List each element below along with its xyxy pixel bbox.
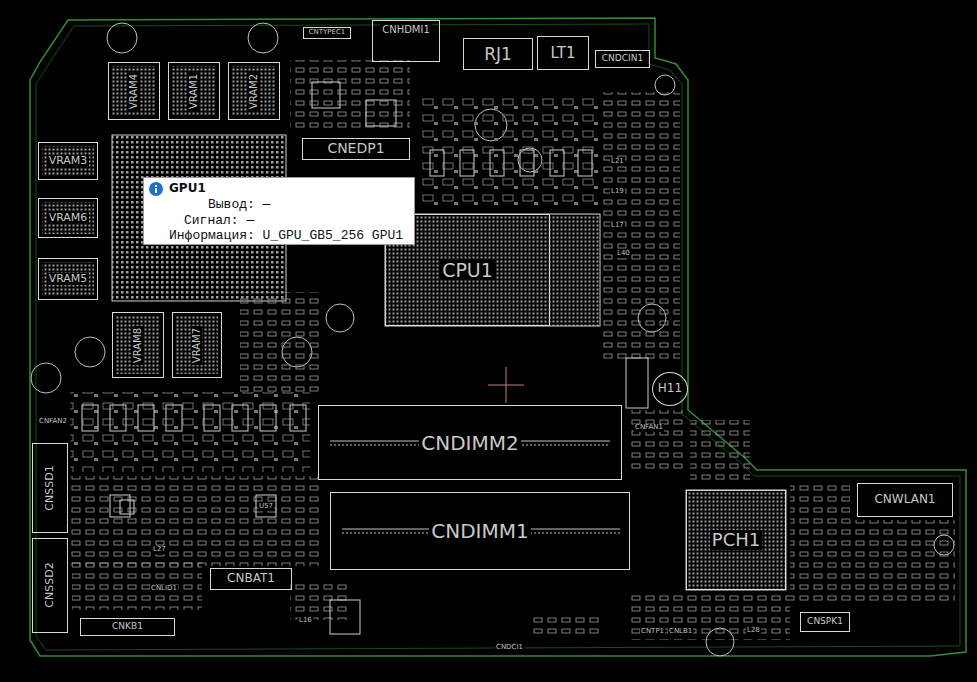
component-label: CPU1 (440, 260, 495, 281)
part-label: L19 (610, 188, 625, 196)
component-outline: CNHDMI1 (372, 20, 440, 62)
component-outline: VRAM2 (228, 62, 280, 120)
part-label: CNLB1 (668, 628, 693, 636)
tooltip-text: GPU1 (169, 182, 206, 195)
component-outline: CNDIMM2 (318, 405, 622, 480)
component-outline: CNSPK1 (800, 612, 850, 632)
part-label: CNFAN2 (38, 418, 68, 426)
part-label: CNTP1 (640, 628, 665, 636)
component-outline: CNDIMM1 (330, 492, 630, 570)
component-label: VRAM5 (47, 273, 90, 285)
component-outline: H11 (652, 372, 688, 406)
smd-components (70, 60, 955, 640)
component-label: CNEDP1 (325, 141, 386, 156)
part-label: L21 (610, 158, 625, 166)
component-label: LT1 (549, 45, 578, 62)
board-inner-outline (36, 24, 960, 650)
component-label: VRAM3 (47, 155, 90, 167)
component-outline: VRAM3 (38, 142, 98, 180)
part-label: L28 (746, 627, 761, 635)
component-label: VRAM4 (129, 71, 140, 110)
component-outline: VRAM1 (168, 62, 220, 120)
component-label: CNHDMI1 (380, 24, 432, 35)
board-outline (30, 18, 966, 656)
component-outline: CNDCIN1 (595, 50, 650, 68)
component-label: CNWLAN1 (872, 493, 937, 506)
component-outline: CNBAT1 (210, 568, 292, 590)
component-label: CNDIMM2 (419, 432, 520, 454)
component-label: RJ1 (482, 45, 514, 64)
component-outline: PCH1 (686, 490, 786, 590)
component-outline: VRAM4 (108, 62, 160, 120)
origin-cross (488, 367, 524, 403)
info-tooltip: GPU1Вывод: — Сигнал: —Информация: U_GPU_G… (143, 177, 415, 245)
component-outline: CNEDP1 (302, 138, 410, 160)
component-label: VRAM7 (192, 325, 203, 364)
component-outline: RJ1 (463, 38, 533, 70)
mounting-holes (31, 23, 954, 656)
component-label: VRAM2 (249, 71, 260, 110)
component-label: CNDCIN1 (600, 54, 645, 64)
component-outline: VRAM8 (112, 312, 164, 378)
component-outline: VRAM5 (38, 258, 98, 300)
component-label: CNDIMM1 (429, 520, 530, 542)
cpu-bga (385, 214, 600, 326)
component-label: VRAM1 (189, 71, 200, 110)
component-outline: CNSSD1 (32, 443, 68, 533)
component-outline: VRAM7 (172, 312, 222, 378)
component-outline: CNWLAN1 (857, 483, 953, 517)
tooltip-text: Информация: U_GPU_GB5_256 GPU1 (169, 229, 403, 243)
component-outline: VRAM6 (38, 198, 98, 238)
tooltip-text: Вывод: — (208, 198, 270, 212)
component-label: CNTYPEC1 (307, 29, 348, 37)
component-label: CNBAT1 (225, 572, 277, 585)
part-label: CNFAN1 (634, 424, 664, 432)
part-label: L16 (298, 617, 313, 625)
component-label: CNSSD2 (44, 561, 56, 610)
component-label: CNSPK1 (805, 617, 845, 627)
component-outline: CNTYPEC1 (303, 27, 351, 39)
part-label: CNDCI1 (495, 644, 524, 652)
component-label: VRAM8 (133, 325, 144, 364)
component-label: PCH1 (710, 530, 762, 550)
inductors (82, 82, 648, 634)
tooltip-text: Сигнал: — (184, 214, 254, 228)
component-outline: CNKB1 (80, 618, 175, 636)
component-outline: LT1 (537, 36, 589, 70)
component-outline: CNSSD2 (32, 538, 68, 633)
pch-bga (686, 490, 786, 590)
part-label: CNLID1 (150, 585, 178, 593)
component-label: CNSSD1 (44, 463, 56, 512)
part-label: L27 (152, 546, 167, 554)
part-label: U57 (258, 503, 274, 511)
component-label: H11 (656, 382, 684, 395)
part-label: L17 (610, 222, 625, 230)
component-label: CNKB1 (110, 622, 145, 632)
info-icon (148, 181, 164, 197)
component-label: VRAM6 (47, 212, 90, 224)
part-label: L40 (616, 250, 631, 258)
